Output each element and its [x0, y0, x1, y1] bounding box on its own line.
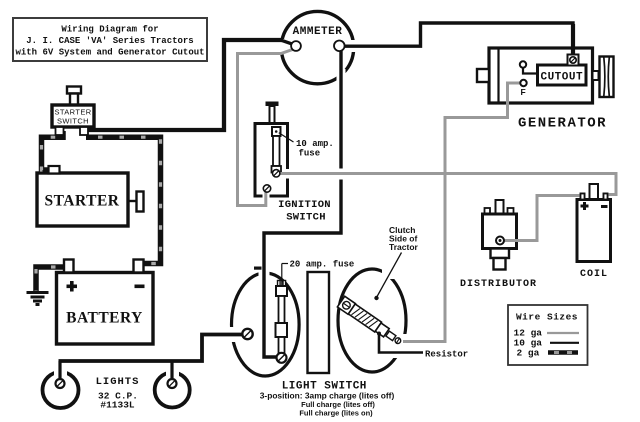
svg-text:12 ga: 12 ga: [514, 328, 543, 339]
svg-text:LIGHTS: LIGHTS: [96, 376, 140, 388]
svg-text:Clutch: Clutch: [389, 225, 415, 235]
svg-text:SWITCH: SWITCH: [57, 117, 89, 126]
svg-text:Tractor: Tractor: [389, 242, 419, 252]
svg-text:with 6V System and Generator C: with 6V System and Generator Cutout: [15, 48, 204, 58]
svg-text:fuse: fuse: [299, 149, 321, 159]
svg-text:#1133L: #1133L: [100, 400, 135, 411]
svg-text:LIGHT SWITCH: LIGHT SWITCH: [282, 381, 367, 393]
svg-text:SWITCH: SWITCH: [286, 212, 326, 224]
svg-text:F: F: [521, 87, 526, 97]
svg-text:20 amp. fuse: 20 amp. fuse: [290, 260, 355, 270]
svg-text:STARTER: STARTER: [54, 108, 91, 117]
svg-text:STARTER: STARTER: [44, 193, 119, 210]
svg-text:GENERATOR: GENERATOR: [518, 116, 607, 132]
svg-text:10 ga: 10 ga: [514, 338, 543, 349]
svg-text:Wire Sizes: Wire Sizes: [516, 312, 578, 323]
svg-text:3-position: 3amp charge (lites: 3-position: 3amp charge (lites off): [260, 391, 395, 401]
svg-text:COIL: COIL: [580, 269, 608, 280]
svg-text:Full charge (lites off): Full charge (lites off): [301, 400, 375, 409]
svg-text:DISTRIBUTOR: DISTRIBUTOR: [460, 279, 537, 290]
svg-text:CUTOUT: CUTOUT: [540, 72, 583, 84]
svg-text:32 C.P.: 32 C.P.: [98, 391, 138, 402]
svg-text:IGNITION: IGNITION: [278, 199, 331, 211]
svg-text:10 amp.: 10 amp.: [296, 139, 334, 149]
svg-text:Resistor: Resistor: [425, 350, 468, 360]
svg-text:Side of: Side of: [389, 234, 418, 244]
svg-text:AMMETER: AMMETER: [293, 26, 343, 38]
svg-text:J. I. CASE 'VA' Series Tractor: J. I. CASE 'VA' Series Tractors: [26, 36, 193, 46]
svg-text:Full charge (lites on): Full charge (lites on): [299, 409, 373, 418]
svg-text:BATTERY: BATTERY: [66, 310, 143, 327]
svg-text:Wiring Diagram for: Wiring Diagram for: [61, 25, 158, 35]
svg-text:2 ga: 2 ga: [517, 348, 540, 359]
